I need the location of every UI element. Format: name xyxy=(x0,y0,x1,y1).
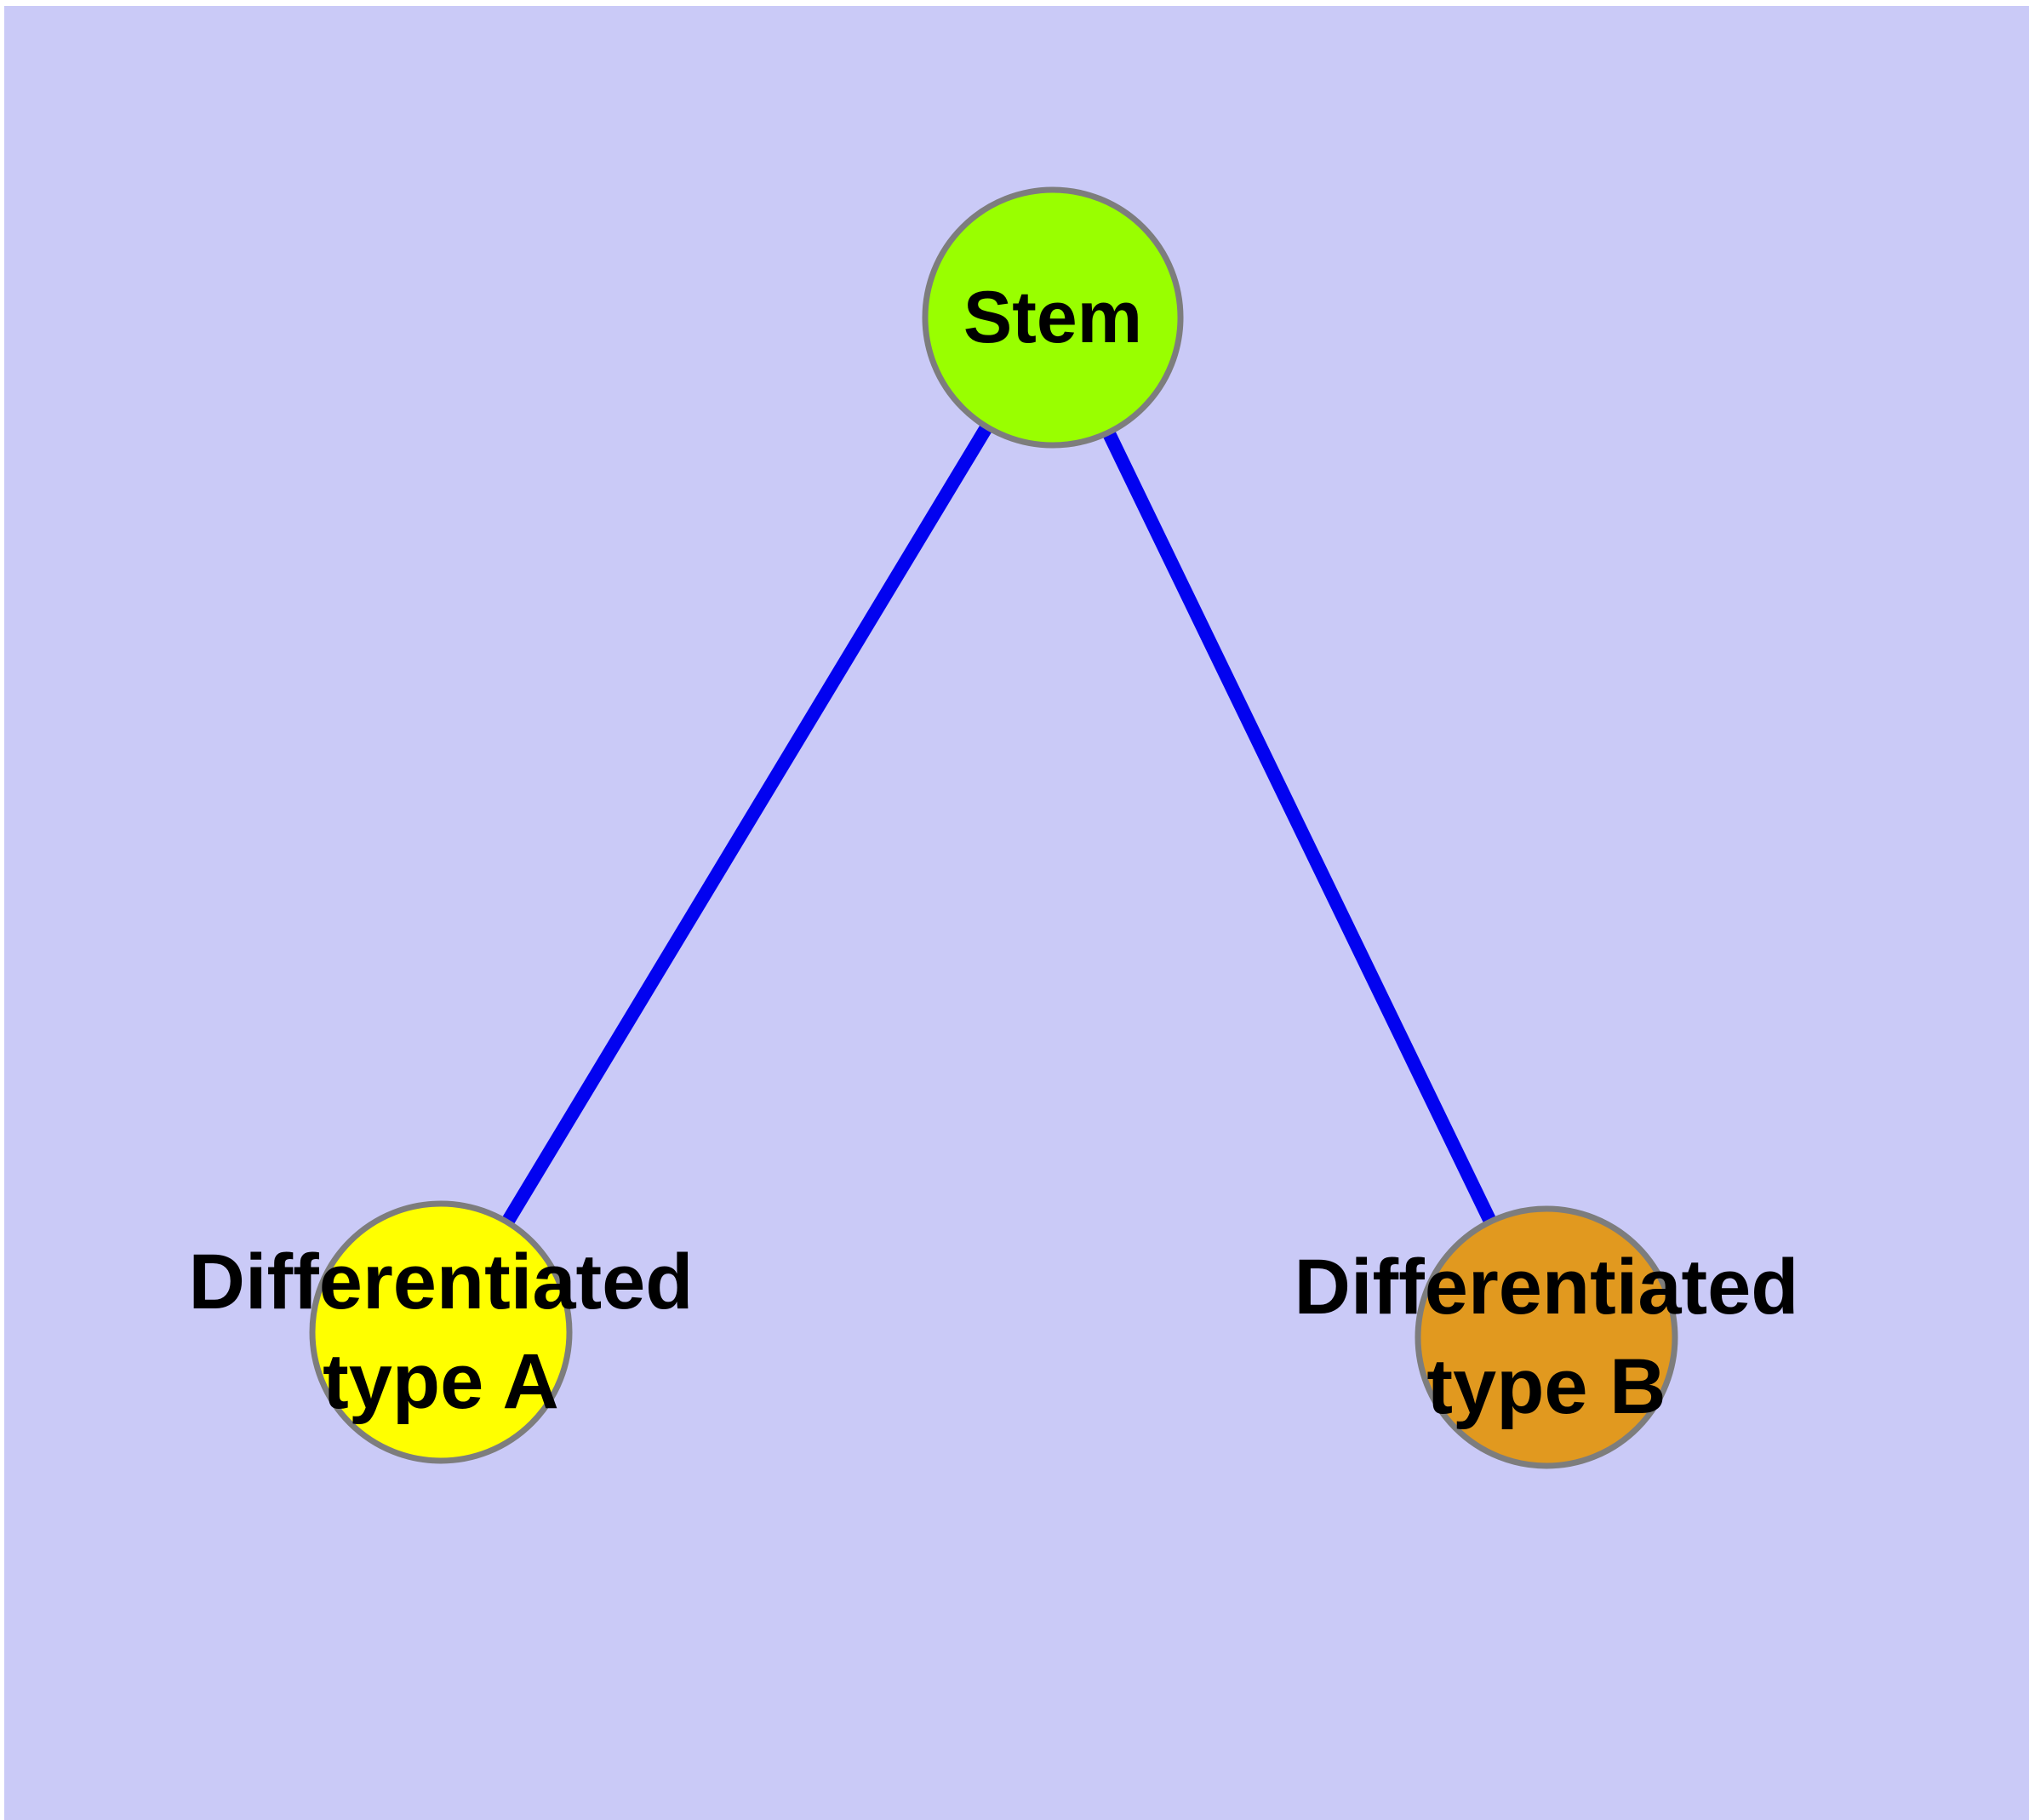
edge-stem-to-type-b xyxy=(1046,314,1553,1341)
node-label-stem: Stem xyxy=(963,277,1143,358)
node-differentiated-type-a xyxy=(309,1200,573,1464)
node-layer xyxy=(309,186,1678,1469)
edge-layer xyxy=(435,313,1553,1341)
node-differentiated-type-b xyxy=(1415,1205,1678,1469)
node-label-differentiated-type-a: Differentiated type A xyxy=(188,1239,694,1425)
node-stem xyxy=(922,186,1184,449)
node-label-differentiated-type-b: Differentiated type B xyxy=(1294,1244,1799,1430)
edge-stem-to-type-a xyxy=(435,313,1059,1336)
